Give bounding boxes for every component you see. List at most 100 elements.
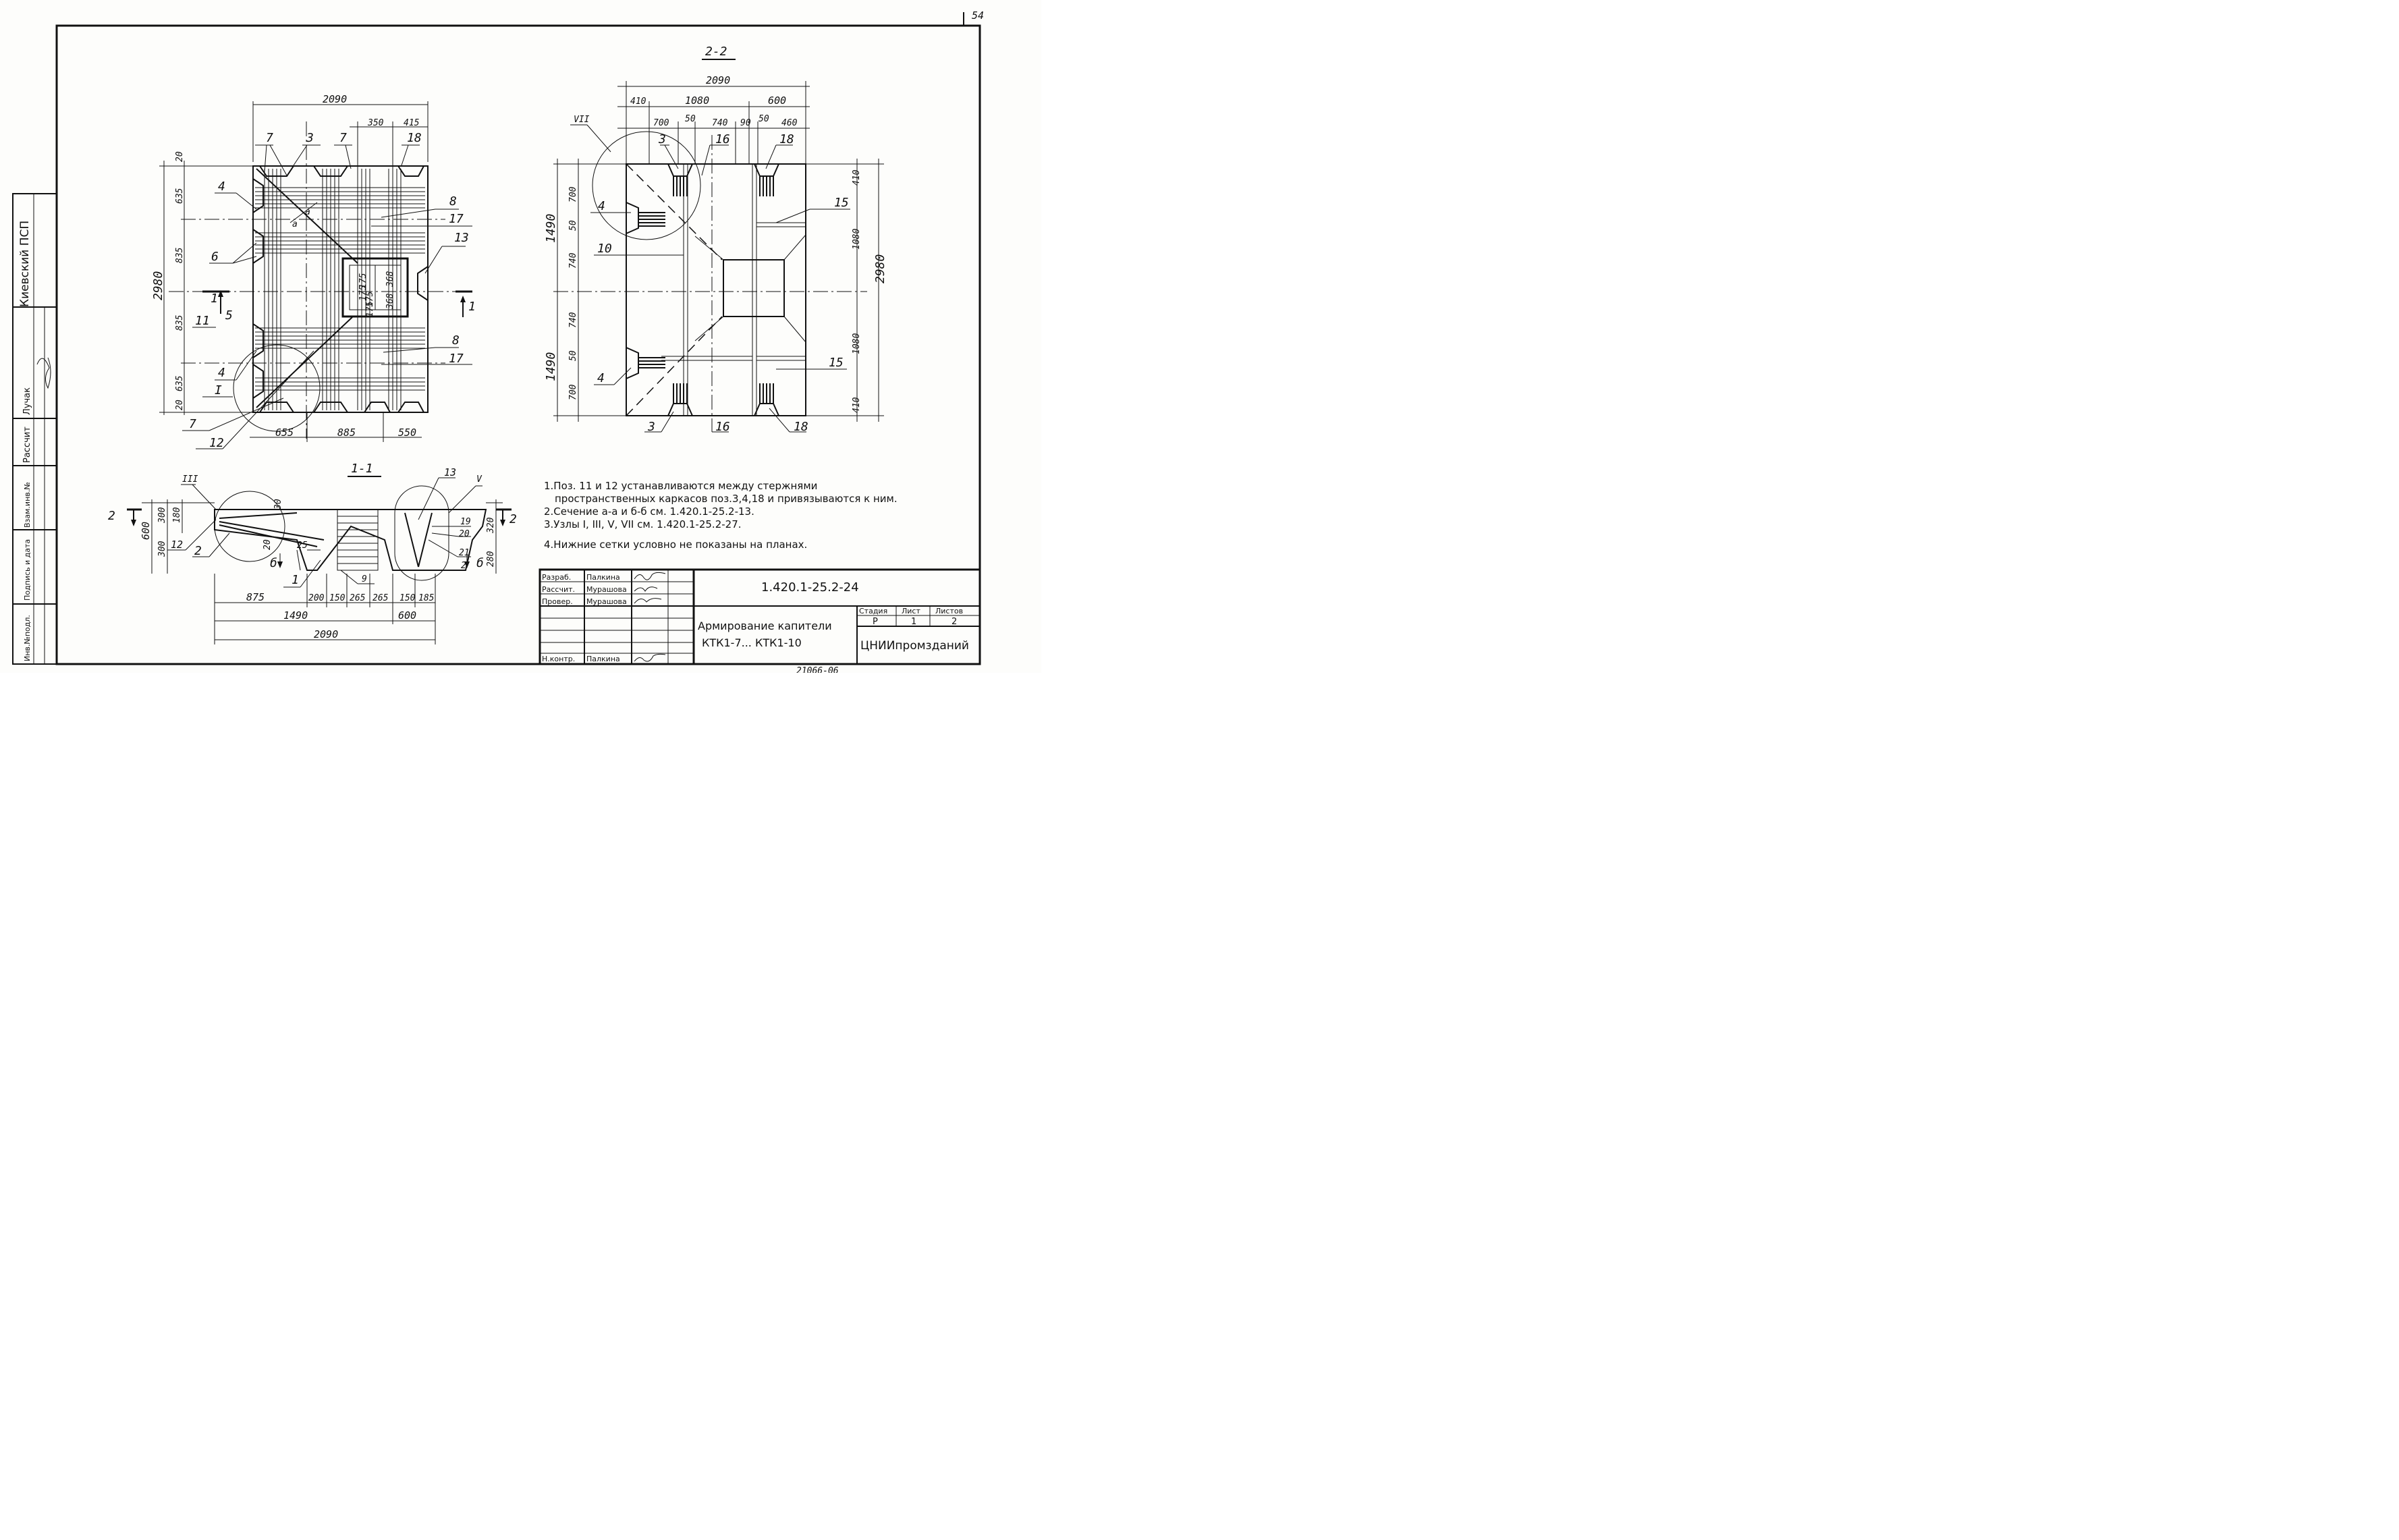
- s22-dim-left-3: 740: [568, 252, 578, 269]
- plan-pos-4: 4: [218, 180, 225, 194]
- tb-name-0: Палкина: [586, 573, 620, 582]
- s22-dim-right-2: 2980: [873, 254, 887, 283]
- side-row-4: Инв.№подл.: [23, 615, 32, 661]
- s11-pos-11: 21: [459, 548, 470, 558]
- s22-dim-top-3: 600: [768, 94, 786, 107]
- s11-dim-bottom-3: 265: [350, 593, 366, 603]
- plan-dim-top-0: 2090: [323, 93, 347, 105]
- note-2: 2.Сечение а-а и б-б см. 1.420.1-25.2-13.: [544, 505, 754, 518]
- plan-pos-3: 18: [407, 131, 422, 145]
- s22-pos-6: 10: [597, 242, 612, 256]
- s11-dim-bottom-4: 265: [373, 593, 389, 603]
- plan-pos-6: 17: [449, 212, 464, 226]
- plan-center-dim-1: 175: [358, 285, 368, 301]
- tb-sheet-label: Лист: [902, 607, 920, 615]
- s11-dim-right-0: 320: [486, 517, 496, 534]
- note-1: пространственных каркасов поз.3,4,18 и п…: [555, 493, 898, 505]
- tb-name-6: Палкина: [586, 655, 620, 663]
- plan-center-dim-0: 175: [358, 273, 368, 289]
- s22-pos-8: 15: [829, 356, 844, 370]
- plan-section-mark-0: а: [292, 219, 298, 229]
- s22-dim-right-3: 1080: [852, 333, 862, 354]
- plan-dim-left-5: 635: [175, 375, 185, 391]
- s22-dim-left-1: 700: [568, 186, 578, 202]
- plan-pos-9: 5: [225, 308, 233, 323]
- s22-pos-1: 3: [658, 132, 666, 146]
- s11-pos-3: 2: [194, 544, 202, 558]
- note-4: 4.Нижние сетки условно не показаны на пл…: [544, 539, 807, 551]
- plan-dim-bottom-1: 885: [337, 427, 356, 439]
- tb-title-line2: КТК1-7... КТК1-10: [702, 636, 802, 649]
- s22-dim-top-8: 50: [759, 114, 769, 124]
- s22-dim-top-6: 740: [712, 118, 728, 128]
- tb-stage: Р: [873, 617, 878, 627]
- side-signature: [36, 357, 51, 389]
- s11-dim-bottom-8: 600: [398, 609, 416, 622]
- s22-dim-left-7: 1490: [544, 352, 558, 381]
- plan-pos-12: 17: [449, 352, 464, 366]
- drawing-sheet: 54 21066-06 Киевский ПСП Рассчит Лучак В…: [0, 0, 1041, 673]
- tb-organization: ЦНИИпромзданий: [860, 639, 969, 653]
- s11-pos-8: V: [476, 474, 482, 485]
- tb-role-2: Провер.: [542, 597, 573, 606]
- s11-dim-bottom-2: 150: [329, 593, 346, 603]
- s11-pos-12: 2: [461, 561, 466, 571]
- plan-dim-left-2: 635: [175, 188, 185, 204]
- note-3: 3.Узлы I, III, V, VII см. 1.420.1-25.2-2…: [544, 518, 742, 530]
- plan-pos-10: 11: [195, 314, 210, 328]
- tb-stage-label: Стадия: [859, 607, 887, 615]
- s11-pos-4: 25: [297, 541, 308, 551]
- plan-dim-top-1: 350: [367, 118, 384, 128]
- s11-pos-9: 19: [460, 517, 471, 527]
- plan-dim-top-2: 415: [404, 118, 420, 128]
- s22-pos-2: 16: [715, 132, 730, 146]
- s22-pos-4: 4: [598, 199, 605, 213]
- tb-role-1: Рассчит.: [542, 585, 575, 594]
- s22-pos-10: 16: [715, 420, 730, 434]
- plan-node-I-circle: [233, 344, 321, 432]
- s11-pos-6: 9: [362, 574, 367, 584]
- s11-pos-13: 2: [509, 512, 517, 526]
- section11-node-III-circle: [214, 491, 285, 562]
- s22-pos-3: 18: [779, 132, 794, 146]
- title-block: Разраб. Рассчит. Провер. Н.контр. Палкин…: [539, 568, 981, 665]
- s22-dim-top-0: 2090: [706, 74, 730, 86]
- section11-node-V-capsule: [394, 485, 449, 581]
- s11-dim-bottom-6: 185: [418, 593, 435, 603]
- s11-pos-14: б: [270, 556, 277, 570]
- plan-center-box: [341, 257, 409, 318]
- plan-center-dim-3: 368: [385, 293, 395, 310]
- plan-pos-14: I: [215, 383, 222, 397]
- plan-pos-16: 12: [209, 436, 224, 450]
- section-2-2-view: 2-2: [544, 45, 887, 434]
- plan-pos-7: 6: [211, 250, 219, 264]
- section22-title: 2-2: [705, 45, 727, 59]
- s22-dim-top-7: 90: [740, 118, 751, 128]
- s22-dim-top-2: 1080: [685, 94, 709, 107]
- plan-pos-18: 1: [468, 300, 476, 314]
- side-stamp: Киевский ПСП Рассчит Лучак Взам.инв.№ По…: [12, 193, 57, 665]
- s22-pos-0: VII: [574, 115, 590, 125]
- side-row-0: Рассчит: [22, 427, 32, 463]
- s11-dim-left-2: 300: [157, 541, 167, 557]
- s11-dim-bottom-7: 1490: [283, 609, 308, 622]
- tb-role-0: Разраб.: [542, 573, 571, 582]
- plan-dim-left-4: 835: [175, 314, 185, 331]
- plan-pos-8: 13: [454, 231, 469, 245]
- s22-dim-left-0: 1490: [544, 214, 558, 243]
- tb-sheets: 2: [952, 617, 957, 627]
- plan-dim-left-3: 835: [175, 247, 185, 263]
- s22-dim-right-0: 410: [852, 169, 862, 186]
- side-row-1: Лучак: [22, 387, 32, 415]
- plan-section-mark-1: а: [305, 207, 310, 217]
- tb-title-line1: Армирование капители: [698, 620, 832, 632]
- s11-pos-15: б: [476, 556, 484, 570]
- note-0: 1.Поз. 11 и 12 устанавливаются между сте…: [544, 480, 817, 492]
- plan-pos-5: 8: [449, 194, 457, 209]
- plan-center-dim-4: 175: [365, 291, 375, 307]
- drawing-canvas: 54 21066-06 Киевский ПСП Рассчит Лучак В…: [12, 9, 984, 673]
- s22-pos-7: 4: [597, 371, 605, 385]
- s11-pos-5: 1: [292, 573, 299, 587]
- tb-sheet: 1: [911, 617, 916, 627]
- plan-dim-bottom-0: 655: [275, 427, 294, 439]
